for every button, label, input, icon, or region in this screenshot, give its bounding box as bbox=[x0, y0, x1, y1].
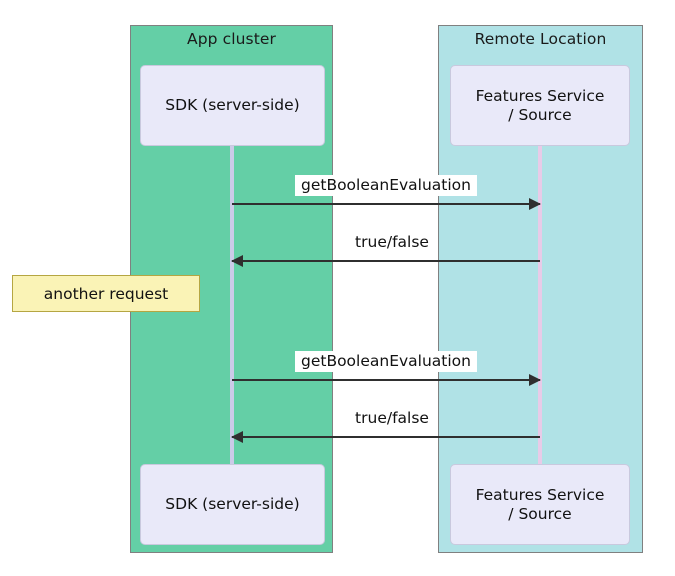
message-1-arrowhead-right-icon bbox=[529, 198, 541, 210]
note-another-request[interactable]: another request bbox=[12, 275, 200, 312]
participant-sdk-top-label: SDK (server-side) bbox=[165, 96, 300, 115]
message-2-line bbox=[232, 260, 540, 262]
participant-sdk-top[interactable]: SDK (server-side) bbox=[140, 65, 325, 146]
features-label-line-2: / Source bbox=[508, 504, 572, 523]
group-remote-location-title: Remote Location bbox=[474, 30, 607, 48]
message-2-arrowhead-left-icon bbox=[231, 255, 243, 267]
features-label-line-2: / Source bbox=[508, 105, 572, 124]
message-3-line bbox=[232, 379, 540, 381]
message-3-label: getBooleanEvaluation bbox=[294, 351, 478, 372]
lifeline-sdk bbox=[230, 144, 234, 466]
message-3-arrowhead-right-icon bbox=[529, 374, 541, 386]
message-2-label: true/false bbox=[349, 232, 435, 253]
participant-sdk-bottom-label: SDK (server-side) bbox=[165, 495, 300, 514]
participant-features-service-top-label: Features Service / Source bbox=[476, 87, 605, 125]
features-label-line-1: Features Service bbox=[475, 485, 605, 504]
lifeline-features-service bbox=[538, 144, 542, 466]
message-4-line bbox=[232, 436, 540, 438]
group-app-cluster-title: App cluster bbox=[186, 30, 277, 48]
participant-features-service-bottom-label: Features Service / Source bbox=[476, 486, 605, 524]
features-label-line-1: Features Service bbox=[475, 86, 605, 105]
message-1-line bbox=[232, 203, 540, 205]
participant-features-service-top[interactable]: Features Service / Source bbox=[450, 65, 630, 146]
participant-sdk-bottom[interactable]: SDK (server-side) bbox=[140, 464, 325, 545]
note-another-request-label: another request bbox=[43, 284, 169, 303]
participant-features-service-bottom[interactable]: Features Service / Source bbox=[450, 464, 630, 545]
message-1-label: getBooleanEvaluation bbox=[294, 175, 478, 196]
message-4-arrowhead-left-icon bbox=[231, 431, 243, 443]
message-4-label: true/false bbox=[349, 408, 435, 429]
